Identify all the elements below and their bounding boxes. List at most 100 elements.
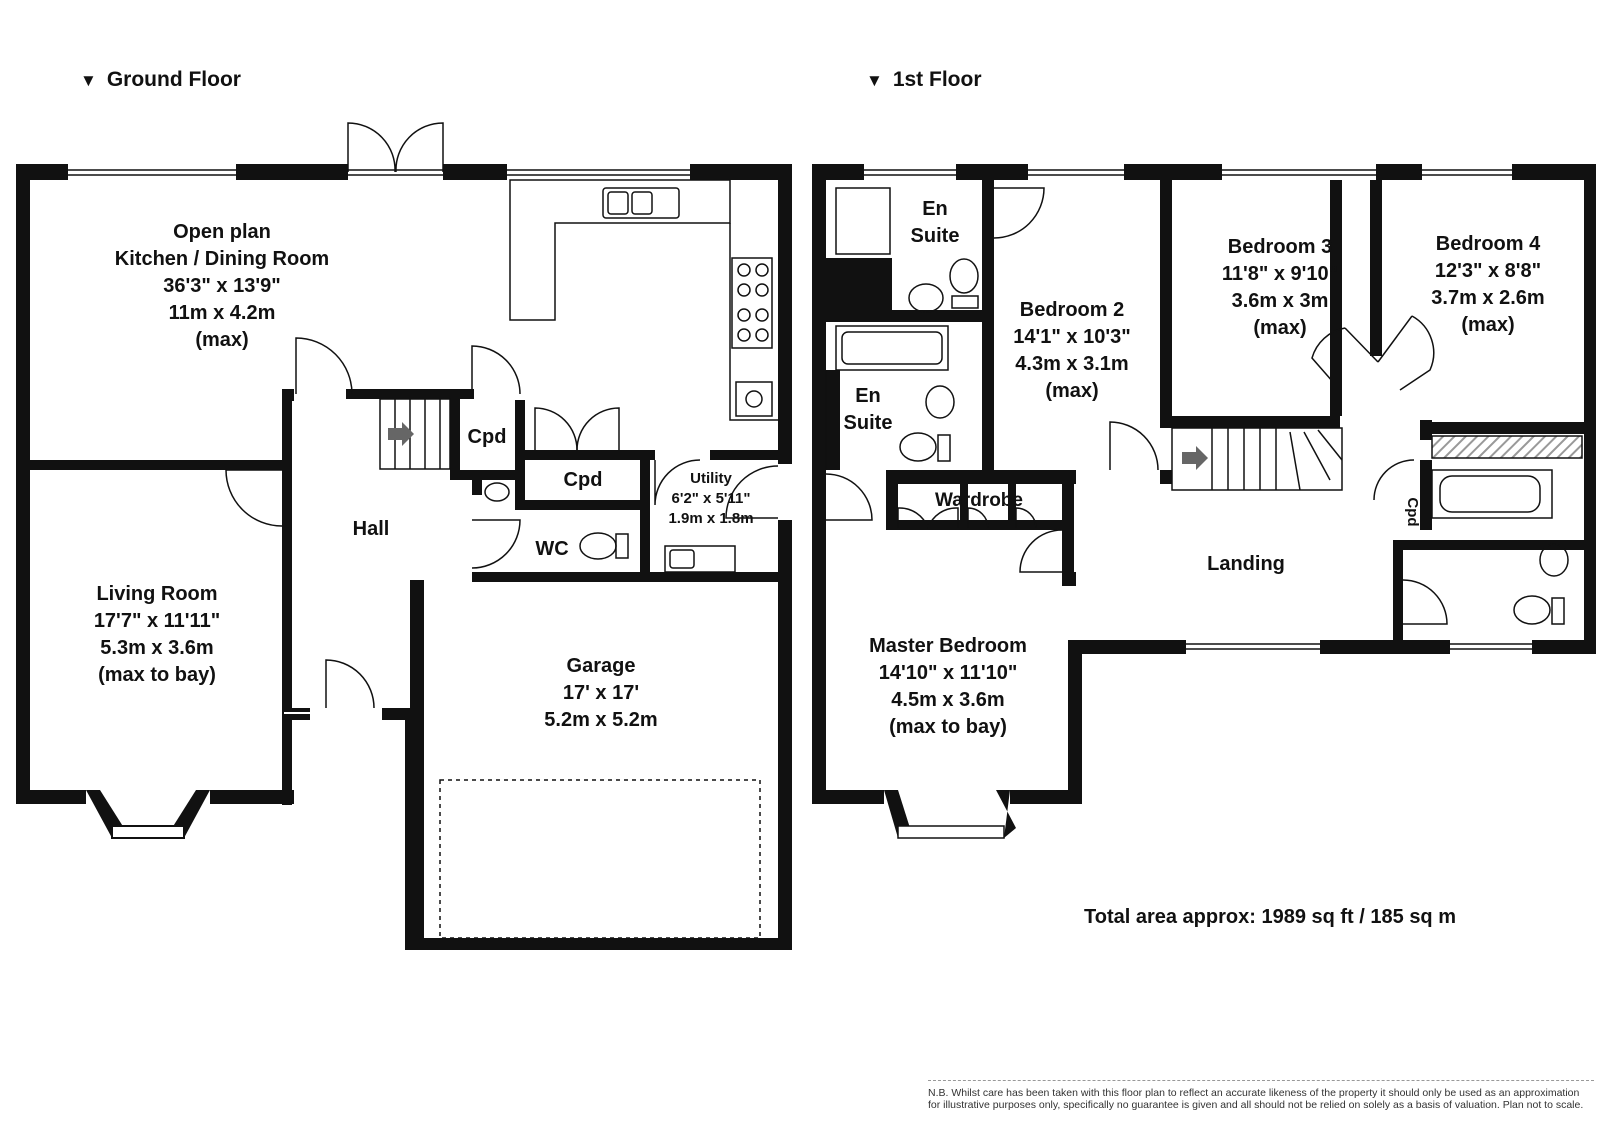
kitchen-sink <box>602 187 680 219</box>
toilet-cistern <box>615 533 629 559</box>
wall <box>515 450 655 460</box>
door-swing <box>897 507 929 529</box>
utility-sink <box>664 545 736 573</box>
bedroom3-note: (max) <box>1253 317 1306 339</box>
bedroom3-imperial: 11'8" x 9'10" <box>1222 263 1338 285</box>
door-swing <box>1019 529 1063 573</box>
wall <box>1380 640 1450 654</box>
wall <box>410 938 792 950</box>
door-swing <box>347 122 396 173</box>
kitchen-sink <box>631 191 653 215</box>
bath <box>1439 475 1541 513</box>
master-metric: 4.5m x 3.6m <box>891 689 1004 711</box>
bath <box>841 331 943 365</box>
wall <box>1010 790 1082 804</box>
door-swing <box>1373 459 1415 501</box>
hall-label: Hall <box>353 518 390 540</box>
wall <box>472 475 482 495</box>
wall <box>1393 540 1403 640</box>
door-swing <box>825 473 873 521</box>
first-floor-title: 1st Floor <box>892 68 982 91</box>
bedroom4-note: (max) <box>1461 314 1514 336</box>
bedroom2-imperial: 14'1" x 10'3" <box>1013 326 1130 348</box>
basin <box>925 385 955 419</box>
toilet <box>1513 595 1551 625</box>
bedroom2-name: Bedroom 2 <box>1020 299 1124 321</box>
door-swing <box>967 507 989 529</box>
door-swing <box>1015 507 1037 529</box>
wall <box>405 708 415 950</box>
wall <box>1532 640 1596 654</box>
wall <box>886 470 1076 484</box>
hob-ring <box>755 308 769 322</box>
wall <box>812 790 884 804</box>
living-metric: 5.3m x 3.6m <box>100 637 213 659</box>
toilet <box>899 432 937 462</box>
kitchen-counter <box>729 223 780 421</box>
basin <box>1539 543 1569 577</box>
toilet <box>949 258 979 294</box>
wall <box>1160 470 1172 484</box>
door-swing <box>654 459 701 506</box>
wall <box>1124 164 1222 180</box>
kitchen-counter <box>509 179 731 321</box>
door-swing <box>1402 579 1448 625</box>
utility-imperial: 6'2" x 5'11" <box>672 490 751 507</box>
door-swing <box>576 407 620 451</box>
master-note: (max to bay) <box>889 716 1007 738</box>
hob-ring <box>737 328 751 342</box>
airing-cupboard-hatch <box>1431 435 1583 459</box>
utility-metric: 1.9m x 1.8m <box>668 510 753 527</box>
living-note: (max to bay) <box>98 664 216 686</box>
wall <box>1330 180 1342 416</box>
wall <box>1320 640 1396 654</box>
wall <box>1068 640 1082 802</box>
bedroom3-metric: 3.6m x 3m <box>1232 290 1329 312</box>
ensuite-line1: En <box>922 198 948 220</box>
kitchen-metric: 11m x 4.2m <box>169 302 276 324</box>
kitchen-name1: Open plan <box>173 221 271 243</box>
wall <box>956 164 1028 180</box>
arrow-icon <box>1182 446 1208 470</box>
basin <box>484 482 510 502</box>
hob <box>731 257 773 349</box>
bath <box>1431 469 1553 519</box>
first-floor-plan: En Suite En Suite Bedroom 2 14'1" x 10'3… <box>812 164 1596 839</box>
bedroom2-note: (max) <box>1045 380 1098 402</box>
garage-name: Garage <box>567 655 636 677</box>
utility-sink <box>669 549 695 569</box>
bath <box>835 325 949 371</box>
bedroom4-name: Bedroom 4 <box>1436 233 1541 255</box>
wall <box>1062 478 1074 578</box>
disclaimer-text: N.B. Whilst care has been taken with thi… <box>928 1080 1594 1111</box>
kitchen-name2: Kitchen / Dining Room <box>115 248 329 270</box>
utility-name: Utility <box>690 470 732 487</box>
hob-ring <box>737 263 751 277</box>
first-floor-heading: ▼1st Floor <box>866 68 982 92</box>
wall <box>450 470 525 480</box>
wall <box>1160 416 1340 428</box>
garage-door-outline <box>439 779 761 939</box>
kitchen-note: (max) <box>195 329 248 351</box>
door-swing <box>1344 315 1413 363</box>
door-swing <box>325 659 375 709</box>
sink <box>735 381 773 417</box>
door-swing <box>225 469 283 527</box>
wall <box>812 164 826 804</box>
basin <box>908 283 944 313</box>
cpd-label: Cpd <box>468 426 507 448</box>
arrow-icon <box>388 422 414 446</box>
door-swing <box>534 407 578 451</box>
bay-window <box>897 825 1005 839</box>
shower <box>835 187 891 255</box>
wall <box>690 164 792 180</box>
wall <box>982 180 994 470</box>
master-name: Master Bedroom <box>869 635 1027 657</box>
wall <box>282 389 294 401</box>
wall <box>443 164 507 180</box>
wall <box>1062 572 1076 586</box>
kitchen-imperial: 36'3" x 13'9" <box>163 275 280 297</box>
wall <box>826 310 990 322</box>
hob-ring <box>737 308 751 322</box>
